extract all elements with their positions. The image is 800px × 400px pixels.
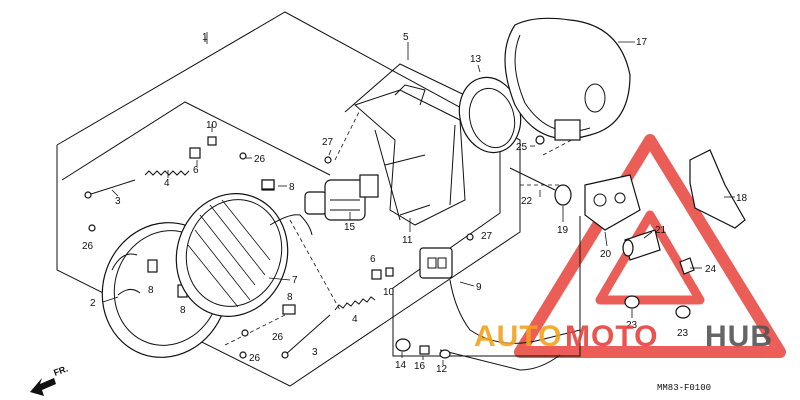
socket-wire-assembly [395, 247, 581, 371]
callout-3b: 3 [312, 347, 318, 358]
mount-bracket-right [509, 135, 746, 275]
callout-19: 19 [557, 225, 569, 236]
callout-9: 9 [476, 282, 482, 293]
callout-26d: 26 [249, 353, 261, 364]
callout-2: 2 [90, 298, 96, 309]
front-arrow-icon [30, 378, 56, 396]
callout-labels: 1 2 3 3 4 4 5 6 6 7 8 8 8 8 9 10 10 11 1… [82, 32, 748, 375]
callout-17: 17 [636, 37, 648, 48]
callout-27b: 27 [481, 231, 493, 242]
callout-6b: 6 [370, 254, 376, 265]
hardware [84, 136, 691, 359]
callout-6a: 6 [193, 165, 199, 176]
watermark-logo [514, 134, 786, 358]
callout-7: 7 [292, 275, 298, 286]
watermark-text-moto: MOTO [565, 320, 658, 353]
watermark-text-hub: HUB [705, 320, 773, 353]
callout-8c: 8 [180, 305, 186, 316]
callout-8a: 8 [289, 182, 295, 193]
callout-10b: 10 [383, 287, 395, 298]
callout-23a: 23 [626, 320, 638, 331]
callout-18: 18 [736, 193, 748, 204]
headlight-bulb [304, 174, 379, 221]
watermark-triangle-inner [595, 210, 705, 305]
callout-16: 16 [414, 361, 426, 372]
watermark-text: AUTO MOTO HUB [474, 320, 773, 353]
front-direction-indicator: FR. [30, 364, 69, 396]
callout-12: 12 [436, 364, 448, 375]
callout-26a: 26 [254, 154, 266, 165]
callout-1: 1 [202, 32, 208, 43]
callout-24: 24 [705, 264, 717, 275]
callout-27a: 27 [322, 137, 334, 148]
watermark-text-auto: AUTO [474, 320, 562, 353]
callout-14: 14 [395, 360, 407, 371]
callout-26b: 26 [82, 241, 94, 252]
callout-21: 21 [655, 225, 667, 236]
callout-4b: 4 [352, 314, 358, 325]
callout-20: 20 [600, 249, 612, 260]
diagram-code: MM83-F0100 [657, 383, 711, 393]
callout-22: 22 [521, 196, 533, 207]
callout-15: 15 [344, 222, 356, 233]
callout-4a: 4 [164, 178, 170, 189]
headlight-bracket [354, 84, 466, 226]
callout-5: 5 [403, 32, 409, 43]
callout-26c: 26 [272, 332, 284, 343]
callout-10a: 10 [206, 120, 218, 131]
callout-25: 25 [516, 142, 528, 153]
callout-23b: 23 [677, 328, 689, 339]
leader-lines [102, 32, 735, 365]
callout-8d: 8 [287, 292, 293, 303]
watermark-triangle-outer [514, 134, 786, 358]
callout-13: 13 [470, 54, 482, 65]
assembly-outline-1 [56, 11, 521, 387]
callout-8b: 8 [148, 285, 154, 296]
callout-11: 11 [402, 235, 413, 246]
mounting-ring [458, 76, 522, 154]
front-direction-label: FR. [52, 364, 69, 378]
headlight-case [504, 17, 631, 141]
callout-3a: 3 [115, 196, 121, 207]
